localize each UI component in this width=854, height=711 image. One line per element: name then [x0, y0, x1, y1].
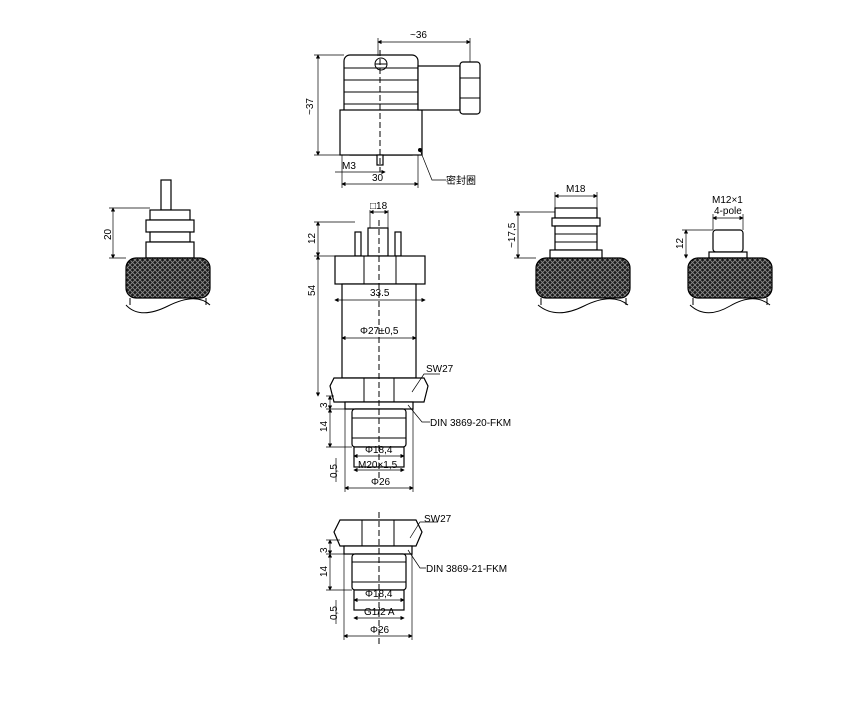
dim-dia-18-4-a: Φ18,4 [365, 445, 393, 456]
m12-connector-view [687, 229, 773, 314]
label-din-21: DIN 3869-21-FKM [426, 564, 507, 575]
dim-thread-g12: G1/2 A [364, 607, 395, 618]
dim-dia-26-a: Φ26 [371, 477, 391, 488]
label-seal: 密封圈 [446, 174, 476, 187]
dim-height-12-m12: 12 [675, 237, 686, 249]
dim-dia-18-4-b: Φ18,4 [365, 589, 393, 600]
dim-height-3-a: 3 [319, 402, 330, 408]
dim-m12: M12×1 [712, 195, 743, 206]
dim-thread-m20: M20×1,5 [358, 460, 398, 471]
din-connector-view [339, 50, 481, 172]
dim-connector-height: ~37 [305, 98, 316, 115]
dim-square-18: □18 [370, 201, 388, 212]
label-sw27-a: SW27 [426, 364, 454, 375]
cable-gland-view [125, 179, 211, 314]
dim-cable-20: 20 [103, 228, 114, 240]
dim-height-54: 54 [307, 284, 318, 296]
m18-connector-view [535, 207, 631, 314]
dim-height-0-5-a: 0,5 [329, 464, 340, 478]
dim-width-30: 30 [372, 173, 384, 184]
dim-height-0-5-b: 0,5 [329, 606, 340, 620]
dim-four-pole: 4-pole [714, 206, 742, 217]
label-sw27-b: SW27 [424, 514, 452, 525]
dim-dia-26-b: Φ26 [370, 625, 390, 636]
dim-height-3-b: 3 [319, 547, 330, 553]
dim-height-17-5: ~17,5 [507, 222, 518, 248]
dim-height-12-top: 12 [307, 232, 318, 244]
dim-connector-width: ~36 [410, 30, 427, 41]
dim-height-14-b: 14 [319, 565, 330, 577]
dim-thread-m3: M3 [342, 161, 356, 172]
dim-height-14-a: 14 [319, 420, 330, 432]
dim-dia-27: Φ27±0,5 [360, 326, 399, 337]
dim-width-33-5: 33.5 [370, 288, 390, 299]
label-din-20: DIN 3869-20-FKM [430, 418, 511, 429]
dim-m18: M18 [566, 184, 586, 195]
